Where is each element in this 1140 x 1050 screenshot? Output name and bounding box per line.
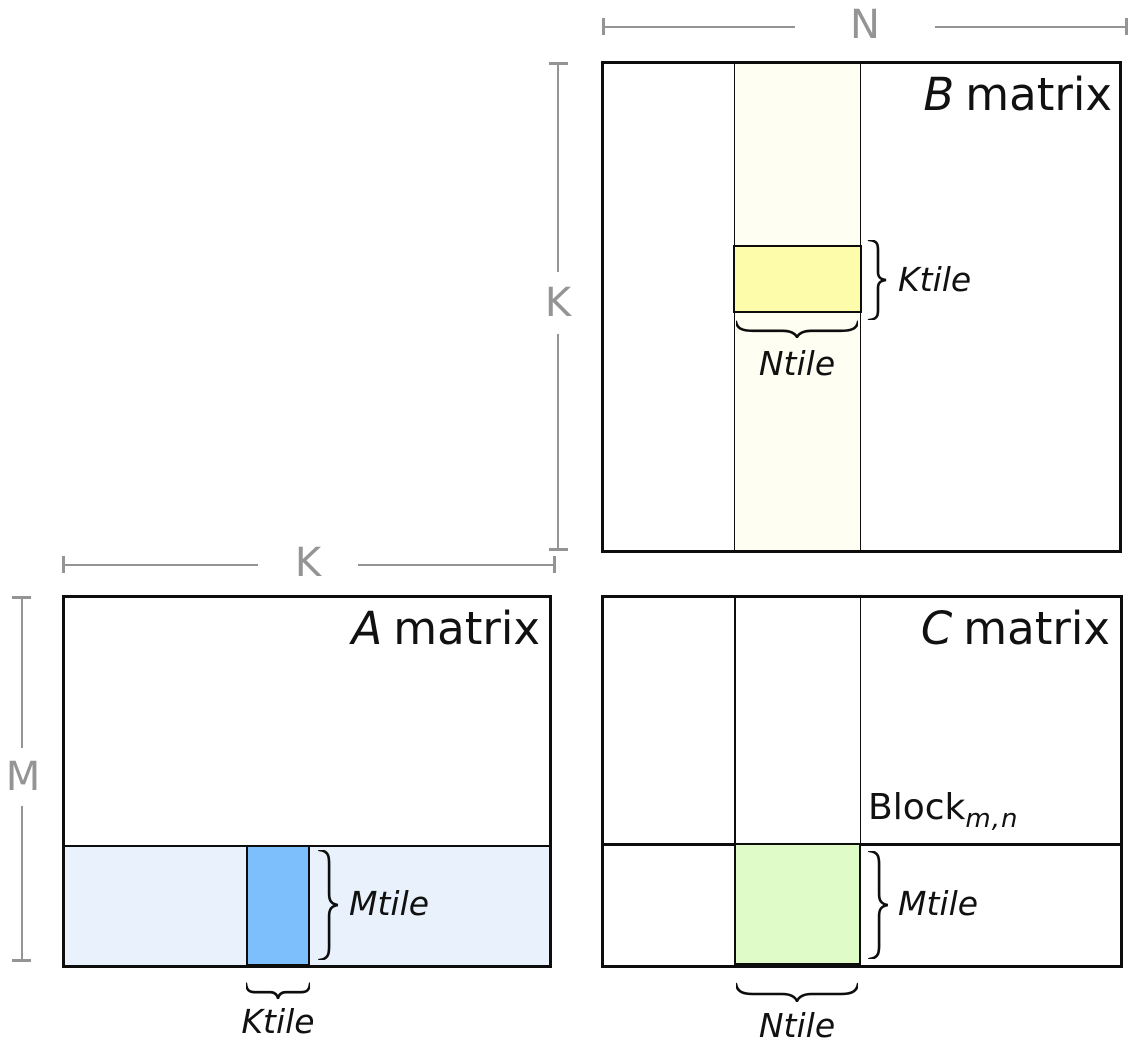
m-dimension-bottom-tick [12, 959, 31, 962]
b-matrix-ktile-tile [733, 245, 862, 313]
m-dimension-label: M [0, 748, 46, 806]
b-matrix-ntile-label: Ntile [758, 344, 836, 383]
c-matrix-box [601, 595, 1123, 968]
c-matrix-block-tile [734, 843, 861, 965]
a-matrix-title-word: matrix [393, 602, 540, 655]
n-dimension-left-tick [602, 18, 605, 35]
n-dimension-right-tick [1125, 18, 1128, 35]
c-matrix-ntile-label: Ntile [758, 1006, 836, 1045]
k-dimension-label-horizontal: K [258, 539, 358, 589]
a-matrix-ktile-tile [246, 845, 310, 966]
block-label-text: Block [868, 787, 966, 828]
c-matrix-mtile-label: Mtile [898, 884, 979, 923]
curly-brace-icon [866, 240, 888, 320]
b-matrix-ktile-label: Ktile [898, 260, 972, 299]
a-matrix-title-letter: A [351, 602, 383, 655]
c-matrix-title-word: matrix [963, 602, 1110, 655]
b-matrix-title-letter: B [923, 68, 955, 121]
a-matrix-mtile-label: Mtile [349, 884, 430, 923]
n-dimension-label: N [795, 1, 935, 51]
a-matrix-ktile-label: Ktile [241, 1002, 315, 1041]
k-dimension-bottom-tick [549, 548, 568, 551]
curly-brace-icon [866, 851, 890, 959]
c-matrix-column-line-right [859, 598, 861, 965]
c-matrix-row-line [604, 843, 1120, 846]
block-label-subscript: m,n [965, 804, 1019, 834]
b-matrix-title-word: matrix [965, 68, 1112, 121]
curly-brace-icon [316, 850, 340, 960]
k-horizontal-left-tick [62, 556, 65, 573]
underbrace-icon [736, 320, 858, 338]
k-dimension-label-vertical: K [534, 272, 582, 334]
k-horizontal-right-tick [553, 556, 556, 573]
underbrace-icon [736, 982, 858, 1002]
c-matrix-title-letter: C [920, 602, 953, 655]
c-matrix-block-label: Blockm,n [868, 788, 1018, 834]
underbrace-icon [246, 982, 310, 999]
k-dimension-top-tick [549, 62, 568, 65]
c-matrix-column-line-left [734, 598, 736, 965]
m-dimension-top-tick [12, 596, 31, 599]
